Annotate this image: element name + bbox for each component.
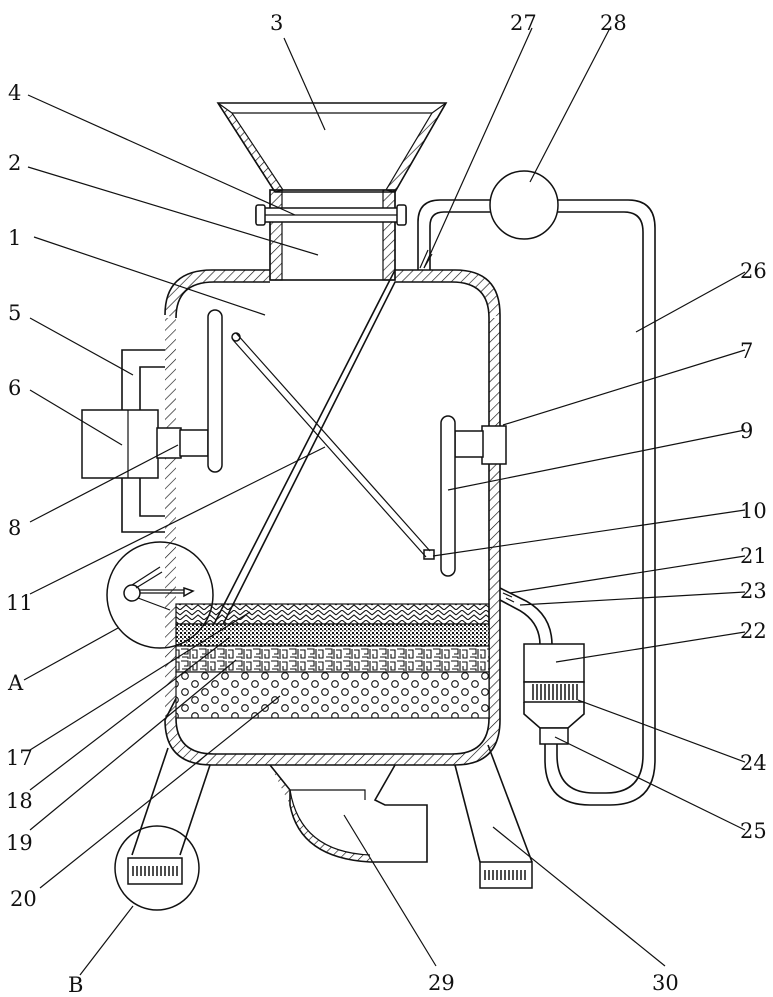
label-22: 22 xyxy=(740,619,767,643)
motor-assembly xyxy=(81,349,165,533)
label-25: 25 xyxy=(740,819,767,843)
filter-layers xyxy=(175,603,490,719)
feed-hopper xyxy=(216,102,448,193)
label-b: B xyxy=(68,973,83,997)
label-29: 29 xyxy=(428,971,455,995)
label-4: 4 xyxy=(8,81,21,105)
feed-neck xyxy=(269,189,396,281)
label-6: 6 xyxy=(8,376,21,400)
leader-lines xyxy=(23,27,746,976)
label-24: 24 xyxy=(740,751,767,775)
label-26: 26 xyxy=(740,259,767,283)
label-10: 10 xyxy=(740,499,767,523)
part-labels: 3 4 2 1 5 6 8 11 A 17 18 19 20 B 27 28 2… xyxy=(6,11,767,997)
link-rod xyxy=(232,332,431,558)
return-piping xyxy=(417,170,656,806)
label-1: 1 xyxy=(8,226,21,250)
label-21: 21 xyxy=(740,544,767,568)
label-28: 28 xyxy=(600,11,627,35)
label-23: 23 xyxy=(740,579,767,603)
label-11: 11 xyxy=(6,591,33,615)
detail-circle-a xyxy=(106,541,214,649)
label-2: 2 xyxy=(8,151,21,175)
label-a: A xyxy=(7,671,24,695)
valve xyxy=(255,204,407,226)
label-18: 18 xyxy=(6,789,33,813)
support-legs xyxy=(114,744,533,911)
bottom-outlet xyxy=(269,764,428,863)
label-5: 5 xyxy=(8,301,21,325)
label-30: 30 xyxy=(652,971,679,995)
label-20: 20 xyxy=(10,887,37,911)
right-agitator xyxy=(423,415,507,577)
label-3: 3 xyxy=(270,11,283,35)
label-27: 27 xyxy=(510,11,537,35)
label-7: 7 xyxy=(740,339,753,363)
label-19: 19 xyxy=(6,831,33,855)
label-17: 17 xyxy=(6,746,33,770)
side-separator xyxy=(499,587,585,745)
label-9: 9 xyxy=(740,419,753,443)
label-8: 8 xyxy=(8,516,21,540)
